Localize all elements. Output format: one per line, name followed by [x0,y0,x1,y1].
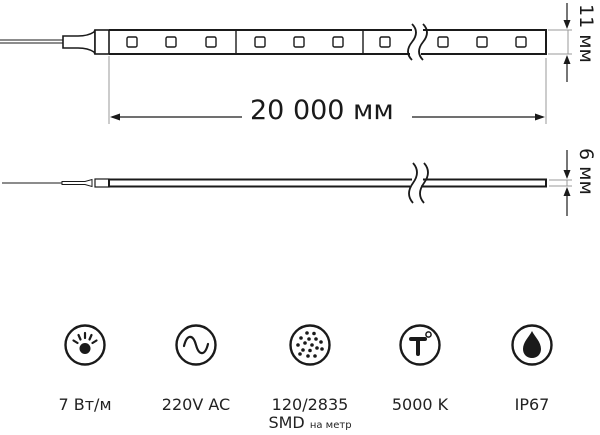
top-view [0,23,547,61]
height-label: 6 мм [575,148,597,195]
width-dimension [548,3,572,82]
led-strip-dimension-diagram [0,3,572,216]
spec-power-value: 7 Вт/м [58,395,112,414]
spec-voltage: 220V AC [141,320,251,414]
side-view [2,162,547,204]
length-dimension [108,56,547,124]
led-dots-icon [289,324,331,366]
spec-ip-rating-value: IP67 [514,395,550,414]
spec-color-temp-value: 5000 K [391,395,449,414]
spec-voltage-value: 220V AC [161,395,231,414]
temperature-icon [399,324,441,366]
spec-led-per-meter: на метр [309,420,352,431]
spec-led-type: SMD на метр [255,414,365,435]
height-dimension [549,150,572,216]
ac-sine-icon [175,324,217,366]
spec-ip-rating: IP67 [477,320,587,414]
spec-color-temp: 5000 K [365,320,475,414]
spec-led-count-value: 120/2835 [271,395,349,414]
water-drop-icon [511,324,553,366]
width-label: 11 мм [575,4,597,63]
led-chips [126,36,527,48]
spec-led-type-label: SMD [268,413,305,432]
spec-power: 7 Вт/м [30,320,140,414]
length-label: 20 000 мм [244,96,400,126]
power-icon [64,324,106,366]
spec-led-count: 120/2835 SMD на метр [255,320,365,435]
